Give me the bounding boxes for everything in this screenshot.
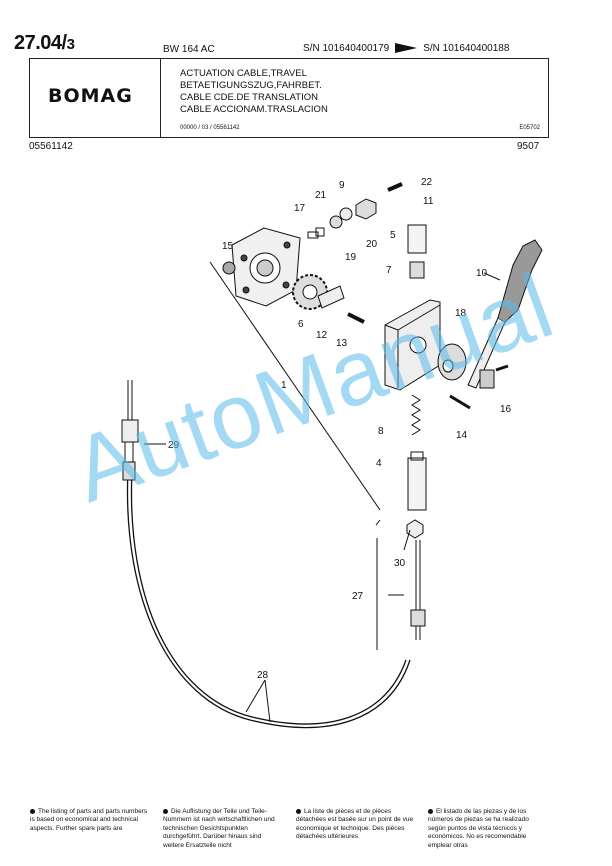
callout-14: 14 <box>456 430 468 441</box>
callout-16: 16 <box>500 404 512 415</box>
footer-note-fr: La liste de pièces et de pièces détachée… <box>296 808 414 841</box>
callout-20: 20 <box>366 239 378 250</box>
callout-1: 1 <box>281 380 287 391</box>
reference-code: 00000 / 03 / 05561142 <box>180 125 240 131</box>
sleeve <box>407 457 427 511</box>
title-block: BOMAG ACTUATION CABLE,TRAVEL BETAETIGUNG… <box>29 58 549 138</box>
logo-cell: BOMAG <box>30 59 161 137</box>
callout-5: 5 <box>390 230 396 241</box>
brand-logo: BOMAG <box>48 85 133 107</box>
callout-4: 4 <box>376 458 382 469</box>
bullet-icon <box>30 808 35 814</box>
callout-17: 17 <box>294 203 306 214</box>
callout-27: 27 <box>352 591 364 602</box>
callout-11: 11 <box>423 196 434 207</box>
callout-12: 12 <box>316 330 328 341</box>
serial-range: S/N 101640400179 S/N 101640400188 <box>303 43 509 54</box>
callout-18: 18 <box>455 308 467 319</box>
callout-21: 21 <box>315 190 327 201</box>
callout-22: 22 <box>421 177 433 188</box>
callout-10: 10 <box>476 268 488 279</box>
callout-9: 9 <box>339 180 345 191</box>
drawing-code: E05702 <box>519 125 540 131</box>
callout-29: 29 <box>168 440 180 451</box>
callout-28: 28 <box>257 670 269 681</box>
title-fr: CABLE CDE.DE TRANSLATION <box>180 92 318 103</box>
callout-8: 8 <box>378 426 384 437</box>
title-de: BETAETIGUNGSZUG,FAHRBET. <box>180 80 322 91</box>
callout-19: 19 <box>345 252 357 263</box>
callout-7: 7 <box>386 265 392 276</box>
callout-13: 13 <box>336 338 348 349</box>
date-code: 9507 <box>517 141 540 152</box>
title-es: CABLE ACCIONAM.TRASLACION <box>180 104 328 115</box>
footer-note-en: The listing of parts and parts numbers i… <box>30 808 148 832</box>
actuation-cable <box>126 469 411 729</box>
arrow-right-icon <box>395 43 418 54</box>
bullet-icon <box>428 808 433 814</box>
spring <box>411 394 421 436</box>
page-number: 27.04/3 <box>14 32 75 54</box>
footer-note-es: El listado de las piezas y de los número… <box>428 808 529 849</box>
title-list: ACTUATION CABLE,TRAVEL BETAETIGUNGSZUG,F… <box>180 68 328 116</box>
bullet-icon <box>296 808 301 814</box>
serial-to: S/N 101640400188 <box>423 43 510 54</box>
bullet-icon <box>163 808 168 814</box>
callout-15: 15 <box>222 241 234 252</box>
model-label: BW 164 AC <box>163 44 215 55</box>
callout-30: 30 <box>394 558 406 569</box>
callout-6: 6 <box>298 319 304 330</box>
serial-from: S/N 101640400179 <box>303 43 390 54</box>
title-en: ACTUATION CABLE,TRAVEL <box>180 68 307 79</box>
footer-note-de: Die Auflistung der Teile und Teile-Numme… <box>163 808 275 849</box>
part-number: 05561142 <box>29 141 73 152</box>
